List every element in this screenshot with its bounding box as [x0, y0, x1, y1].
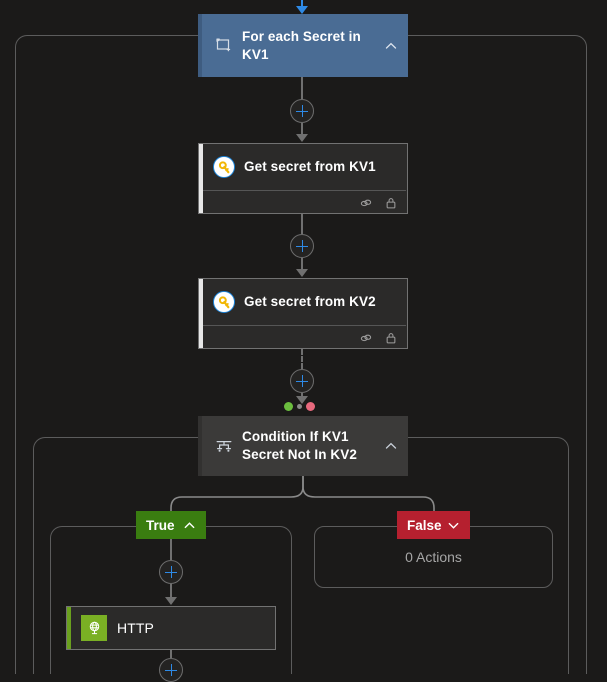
add-step-button-true-2[interactable] — [159, 658, 183, 682]
card-divider — [200, 325, 406, 326]
key-vault-icon — [213, 291, 235, 313]
connector-true-to-add — [170, 539, 172, 560]
chevron-up-icon[interactable] — [183, 519, 196, 532]
lock-icon[interactable] — [384, 196, 398, 210]
card-accent-bar — [67, 607, 71, 649]
status-dot-succeeded — [284, 402, 293, 411]
connector-arrow-http — [165, 597, 177, 605]
card-accent-bar — [199, 279, 203, 348]
true-branch-label[interactable]: True — [136, 511, 206, 539]
run-status-dots — [284, 402, 315, 411]
connector-kv1-to-add2 — [301, 214, 303, 234]
http-card-title: HTTP — [117, 620, 154, 636]
card-divider — [200, 190, 406, 191]
connector-arrow-kv1 — [296, 134, 308, 142]
add-step-button-true-1[interactable] — [159, 560, 183, 584]
add-step-button-1[interactable] — [290, 99, 314, 123]
status-dot-failed — [306, 402, 315, 411]
connector-add1-to-kv1 — [301, 123, 303, 135]
condition-action-card[interactable]: Condition If KV1 Secret Not In KV2 — [198, 416, 408, 476]
add-step-button-3[interactable] — [290, 369, 314, 393]
false-branch-text: False — [407, 517, 442, 533]
card-accent-bar — [198, 416, 202, 476]
card-accent-bar — [199, 144, 203, 213]
connector-add2-to-kv2 — [301, 258, 303, 270]
http-action-card[interactable]: HTTP — [66, 606, 276, 650]
false-branch-empty-text: 0 Actions — [405, 549, 462, 565]
get-secret-kv2-card[interactable]: Get secret from KV2 — [198, 278, 408, 349]
chevron-up-icon[interactable] — [384, 439, 398, 453]
condition-card-title: Condition If KV1 Secret Not In KV2 — [242, 429, 357, 462]
connector-incoming-arrow — [296, 6, 308, 14]
add-step-button-2[interactable] — [290, 234, 314, 258]
connector-arrow-kv2 — [296, 269, 308, 277]
chevron-up-icon[interactable] — [384, 39, 398, 53]
true-branch-text: True — [146, 517, 175, 533]
condition-branch-icon — [214, 436, 234, 456]
foreach-card-title: For each Secret in KV1 — [242, 28, 361, 62]
status-dot-skipped — [297, 404, 302, 409]
foreach-action-card[interactable]: For each Secret in KV1 — [198, 14, 408, 77]
kv2-card-title: Get secret from KV2 — [244, 294, 376, 309]
connector-arrow-condition — [296, 396, 308, 404]
connector-add-to-http — [170, 584, 172, 598]
connector-kv2-to-add3 — [301, 349, 303, 369]
connector-incoming — [301, 0, 303, 8]
kv1-card-title: Get secret from KV1 — [244, 159, 376, 174]
lock-icon[interactable] — [384, 331, 398, 345]
connector-http-to-add2 — [170, 650, 172, 658]
connector-foreach-to-add1 — [301, 77, 303, 99]
false-branch-label[interactable]: False — [397, 511, 470, 539]
foreach-loop-icon — [214, 36, 234, 56]
link-icon[interactable] — [359, 196, 373, 210]
link-icon[interactable] — [359, 331, 373, 345]
card-accent-bar — [198, 14, 202, 77]
http-globe-icon — [81, 615, 107, 641]
key-vault-icon — [213, 156, 235, 178]
get-secret-kv1-card[interactable]: Get secret from KV1 — [198, 143, 408, 214]
chevron-down-icon[interactable] — [447, 519, 460, 532]
